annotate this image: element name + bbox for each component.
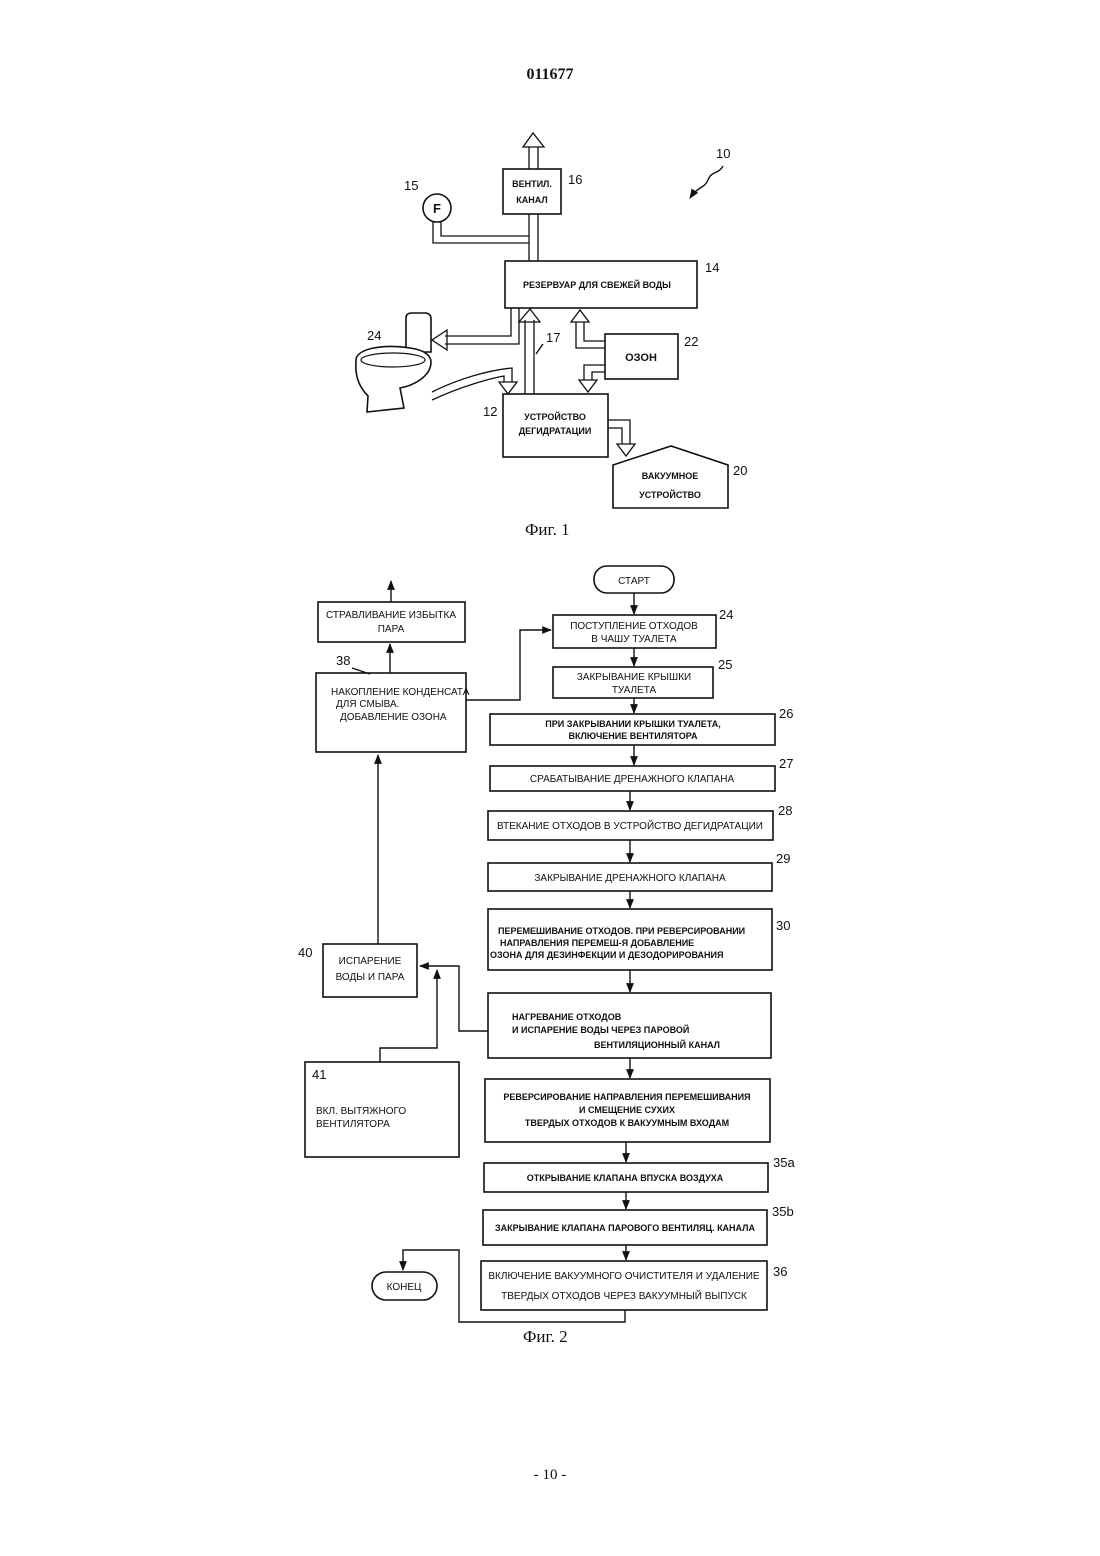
svg-text:РЕЗЕРВУАР ДЛЯ СВЕЖЕЙ ВОДЫ: РЕЗЕРВУАР ДЛЯ СВЕЖЕЙ ВОДЫ: [523, 279, 671, 290]
page-number: - 10 -: [0, 1467, 1100, 1484]
svg-text:НАПРАВЛЕНИЯ ПЕРЕМЕШ-Я ДОБАВЛЕН: НАПРАВЛЕНИЯ ПЕРЕМЕШ-Я ДОБАВЛЕНИЕ: [500, 938, 694, 948]
ref-step-28: 28: [778, 803, 792, 818]
flow-step-35b: ЗАКРЫВАНИЕ КЛАПАНА ПАРОВОГО ВЕНТИЛЯЦ. КА…: [483, 1210, 767, 1245]
ozone-box: ОЗОН: [605, 334, 678, 379]
svg-text:ЗАКРЫВАНИЕ КРЫШКИ: ЗАКРЫВАНИЕ КРЫШКИ: [577, 672, 691, 683]
svg-text:ВАКУУМНОЕ: ВАКУУМНОЕ: [642, 471, 698, 481]
flow-step-25: ЗАКРЫВАНИЕ КРЫШКИ ТУАЛЕТА: [553, 667, 713, 698]
flow-step-24: ПОСТУПЛЕНИЕ ОТХОДОВ В ЧАШУ ТУАЛЕТА: [553, 615, 716, 648]
ref-cond-38: 38: [336, 653, 350, 668]
flow-condensate: НАКОПЛЕНИЕ КОНДЕНСАТА ДЛЯ СМЫВА. ДОБАВЛЕ…: [316, 673, 470, 752]
svg-text:ВКЛ. ВЫТЯЖНОГО: ВКЛ. ВЫТЯЖНОГО: [316, 1106, 406, 1117]
flow-step-26: ПРИ ЗАКРЫВАНИИ КРЫШКИ ТУАЛЕТА, ВКЛЮЧЕНИЕ…: [490, 714, 775, 745]
svg-text:ПОСТУПЛЕНИЕ ОТХОДОВ: ПОСТУПЛЕНИЕ ОТХОДОВ: [570, 621, 698, 632]
svg-text:УСТРОЙСТВО: УСТРОЙСТВО: [639, 489, 701, 500]
svg-text:ОЗОНА ДЛЯ ДЕЗИНФЕКЦИИ И ДЕЗОДО: ОЗОНА ДЛЯ ДЕЗИНФЕКЦИИ И ДЕЗОДОРИРОВАНИЯ: [490, 950, 723, 960]
svg-text:ЗАКРЫВАНИЕ ДРЕНАЖНОГО КЛАПАНА: ЗАКРЫВАНИЕ ДРЕНАЖНОГО КЛАПАНА: [534, 873, 726, 884]
svg-text:ПАРА: ПАРА: [378, 624, 405, 635]
svg-text:ВЕНТИЛЯТОРА: ВЕНТИЛЯТОРА: [316, 1119, 390, 1130]
svg-text:ВЕНТИЛ.: ВЕНТИЛ.: [512, 179, 552, 189]
svg-text:НАКОПЛЕНИЕ КОНДЕНСАТА: НАКОПЛЕНИЕ КОНДЕНСАТА: [331, 687, 470, 698]
ref-step-27: 27: [779, 756, 793, 771]
ref-15: 15: [404, 178, 418, 193]
svg-text:И СМЕЩЕНИЕ СУХИХ: И СМЕЩЕНИЕ СУХИХ: [579, 1105, 675, 1115]
ref-10: 10: [716, 146, 730, 161]
svg-text:ВЕНТИЛЯЦИОННЫЙ КАНАЛ: ВЕНТИЛЯЦИОННЫЙ КАНАЛ: [594, 1039, 720, 1050]
ref-step-26: 26: [779, 706, 793, 721]
svg-text:РЕВЕРСИРОВАНИЕ НАПРАВЛЕНИЯ ПЕР: РЕВЕРСИРОВАНИЕ НАПРАВЛЕНИЯ ПЕРЕМЕШИВАНИЯ: [503, 1092, 750, 1102]
svg-text:ПРИ ЗАКРЫВАНИИ КРЫШКИ ТУАЛЕТА,: ПРИ ЗАКРЫВАНИИ КРЫШКИ ТУАЛЕТА,: [545, 719, 720, 729]
flow-step-29: ЗАКРЫВАНИЕ ДРЕНАЖНОГО КЛАПАНА: [488, 863, 772, 891]
dehydration-unit-box: УСТРОЙСТВО ДЕГИДРАТАЦИИ: [503, 394, 608, 457]
ref-step-36: 36: [773, 1264, 787, 1279]
ref-fan-41: 41: [312, 1067, 326, 1082]
ref-step-35b: 35b: [772, 1204, 794, 1219]
flow-end: КОНЕЦ: [372, 1272, 437, 1300]
flow-step-28: ВТЕКАНИЕ ОТХОДОВ В УСТРОЙСТВО ДЕГИДРАТАЦ…: [488, 811, 773, 840]
ref-step-24: 24: [719, 607, 733, 622]
svg-text:НАГРЕВАНИЕ ОТХОДОВ: НАГРЕВАНИЕ ОТХОДОВ: [512, 1012, 622, 1022]
svg-text:ДЕГИДРАТАЦИИ: ДЕГИДРАТАЦИИ: [519, 426, 592, 436]
ref-evap-40: 40: [298, 945, 312, 960]
svg-text:СТАРТ: СТАРТ: [618, 576, 650, 587]
svg-text:КАНАЛ: КАНАЛ: [516, 195, 547, 205]
flow-step-heating: НАГРЕВАНИЕ ОТХОДОВ И ИСПАРЕНИЕ ВОДЫ ЧЕРЕ…: [488, 993, 771, 1058]
svg-text:F: F: [433, 201, 441, 216]
svg-text:ПЕРЕМЕШИВАНИЕ ОТХОДОВ. ПРИ РЕВ: ПЕРЕМЕШИВАНИЕ ОТХОДОВ. ПРИ РЕВЕРСИРОВАНИ…: [498, 926, 745, 936]
ref-step-30: 30: [776, 918, 790, 933]
flow-step-27: СРАБАТЫВАНИЕ ДРЕНАЖНОГО КЛАПАНА: [490, 766, 775, 791]
flow-step-35a: ОТКРЫВАНИЕ КЛАПАНА ВПУСКА ВОЗДУХА: [484, 1163, 768, 1192]
svg-text:ЗАКРЫВАНИЕ КЛАПАНА ПАРОВОГО ВЕ: ЗАКРЫВАНИЕ КЛАПАНА ПАРОВОГО ВЕНТИЛЯЦ. КА…: [495, 1223, 755, 1233]
svg-text:УСТРОЙСТВО: УСТРОЙСТВО: [524, 411, 586, 422]
flow-step-30: ПЕРЕМЕШИВАНИЕ ОТХОДОВ. ПРИ РЕВЕРСИРОВАНИ…: [488, 909, 772, 970]
ref-17: 17: [546, 330, 560, 345]
figure-2: СТАРТ ПОСТУПЛЕНИЕ ОТХОДОВ В ЧАШУ ТУАЛЕТА…: [298, 566, 795, 1322]
ref-12: 12: [483, 404, 497, 419]
svg-text:В ЧАШУ ТУАЛЕТА: В ЧАШУ ТУАЛЕТА: [591, 634, 677, 645]
svg-text:ВКЛЮЧЕНИЕ ВЕНТИЛЯТОРА: ВКЛЮЧЕНИЕ ВЕНТИЛЯТОРА: [568, 731, 698, 741]
ref-step-25: 25: [718, 657, 732, 672]
figure-1: ВЕНТИЛ. КАНАЛ 16 F 15 10 РЕЗЕРВУАР ДЛЯ С…: [356, 133, 748, 508]
svg-text:ВОДЫ И ПАРА: ВОДЫ И ПАРА: [336, 972, 405, 983]
svg-text:СРАБАТЫВАНИЕ ДРЕНАЖНОГО КЛАПАН: СРАБАТЫВАНИЕ ДРЕНАЖНОГО КЛАПАНА: [530, 774, 735, 785]
figure-1-caption: Фиг. 1: [525, 520, 570, 540]
ref-24: 24: [367, 328, 381, 343]
svg-text:ДЛЯ СМЫВА.: ДЛЯ СМЫВА.: [336, 699, 399, 710]
ref-step-29: 29: [776, 851, 790, 866]
ref-14: 14: [705, 260, 719, 275]
ref-step-35a: 35a: [773, 1155, 795, 1170]
flow-exhaust-fan: ВКЛ. ВЫТЯЖНОГО ВЕНТИЛЯТОРА: [305, 1062, 459, 1157]
fresh-water-tank-box: РЕЗЕРВУАР ДЛЯ СВЕЖЕЙ ВОДЫ: [505, 261, 697, 308]
svg-text:СТРАВЛИВАНИЕ ИЗБЫТКА: СТРАВЛИВАНИЕ ИЗБЫТКА: [326, 610, 456, 621]
flow-evaporation: ИСПАРЕНИЕ ВОДЫ И ПАРА: [323, 944, 417, 997]
vacuum-unit-box: ВАКУУМНОЕ УСТРОЙСТВО: [613, 446, 728, 508]
svg-text:ВТЕКАНИЕ ОТХОДОВ В УСТРОЙСТВО: ВТЕКАНИЕ ОТХОДОВ В УСТРОЙСТВО ДЕГИДРАТАЦ…: [497, 819, 763, 832]
figure-2-caption: Фиг. 2: [523, 1327, 568, 1347]
svg-text:И ИСПАРЕНИЕ ВОДЫ ЧЕРЕЗ ПАРОВОЙ: И ИСПАРЕНИЕ ВОДЫ ЧЕРЕЗ ПАРОВОЙ: [512, 1024, 689, 1035]
svg-text:ТУАЛЕТА: ТУАЛЕТА: [612, 685, 657, 696]
vent-channel-box: ВЕНТИЛ. КАНАЛ: [503, 169, 561, 214]
svg-text:ТВЕРДЫХ ОТХОДОВ К ВАКУУМНЫМ ВХ: ТВЕРДЫХ ОТХОДОВ К ВАКУУМНЫМ ВХОДАМ: [525, 1118, 729, 1128]
svg-text:ДОБАВЛЕНИЕ ОЗОНА: ДОБАВЛЕНИЕ ОЗОНА: [340, 712, 447, 723]
flow-steam-release: СТРАВЛИВАНИЕ ИЗБЫТКА ПАРА: [318, 602, 465, 642]
flow-start: СТАРТ: [594, 566, 674, 593]
svg-text:ОТКРЫВАНИЕ КЛАПАНА ВПУСКА ВОЗД: ОТКРЫВАНИЕ КЛАПАНА ВПУСКА ВОЗДУХА: [527, 1173, 724, 1183]
ref-20: 20: [733, 463, 747, 478]
svg-text:ТВЕРДЫХ ОТХОДОВ ЧЕРЕЗ ВАКУУМНЫ: ТВЕРДЫХ ОТХОДОВ ЧЕРЕЗ ВАКУУМНЫЙ ВЫПУСК: [501, 1289, 747, 1302]
svg-text:КОНЕЦ: КОНЕЦ: [387, 1282, 422, 1293]
fan-symbol: F: [423, 194, 451, 222]
ref-22: 22: [684, 334, 698, 349]
svg-text:ВКЛЮЧЕНИЕ ВАКУУМНОГО ОЧИСТИТЕЛ: ВКЛЮЧЕНИЕ ВАКУУМНОГО ОЧИСТИТЕЛЯ И УДАЛЕН…: [488, 1271, 760, 1282]
ref-16: 16: [568, 172, 582, 187]
flow-step-reversal: РЕВЕРСИРОВАНИЕ НАПРАВЛЕНИЯ ПЕРЕМЕШИВАНИЯ…: [485, 1079, 770, 1142]
exhaust-arrow: [523, 133, 544, 169]
svg-text:ОЗОН: ОЗОН: [625, 352, 657, 364]
flow-step-36: ВКЛЮЧЕНИЕ ВАКУУМНОГО ОЧИСТИТЕЛЯ И УДАЛЕН…: [481, 1261, 767, 1310]
ref-10-leader: [690, 166, 723, 198]
svg-text:ИСПАРЕНИЕ: ИСПАРЕНИЕ: [339, 956, 402, 967]
